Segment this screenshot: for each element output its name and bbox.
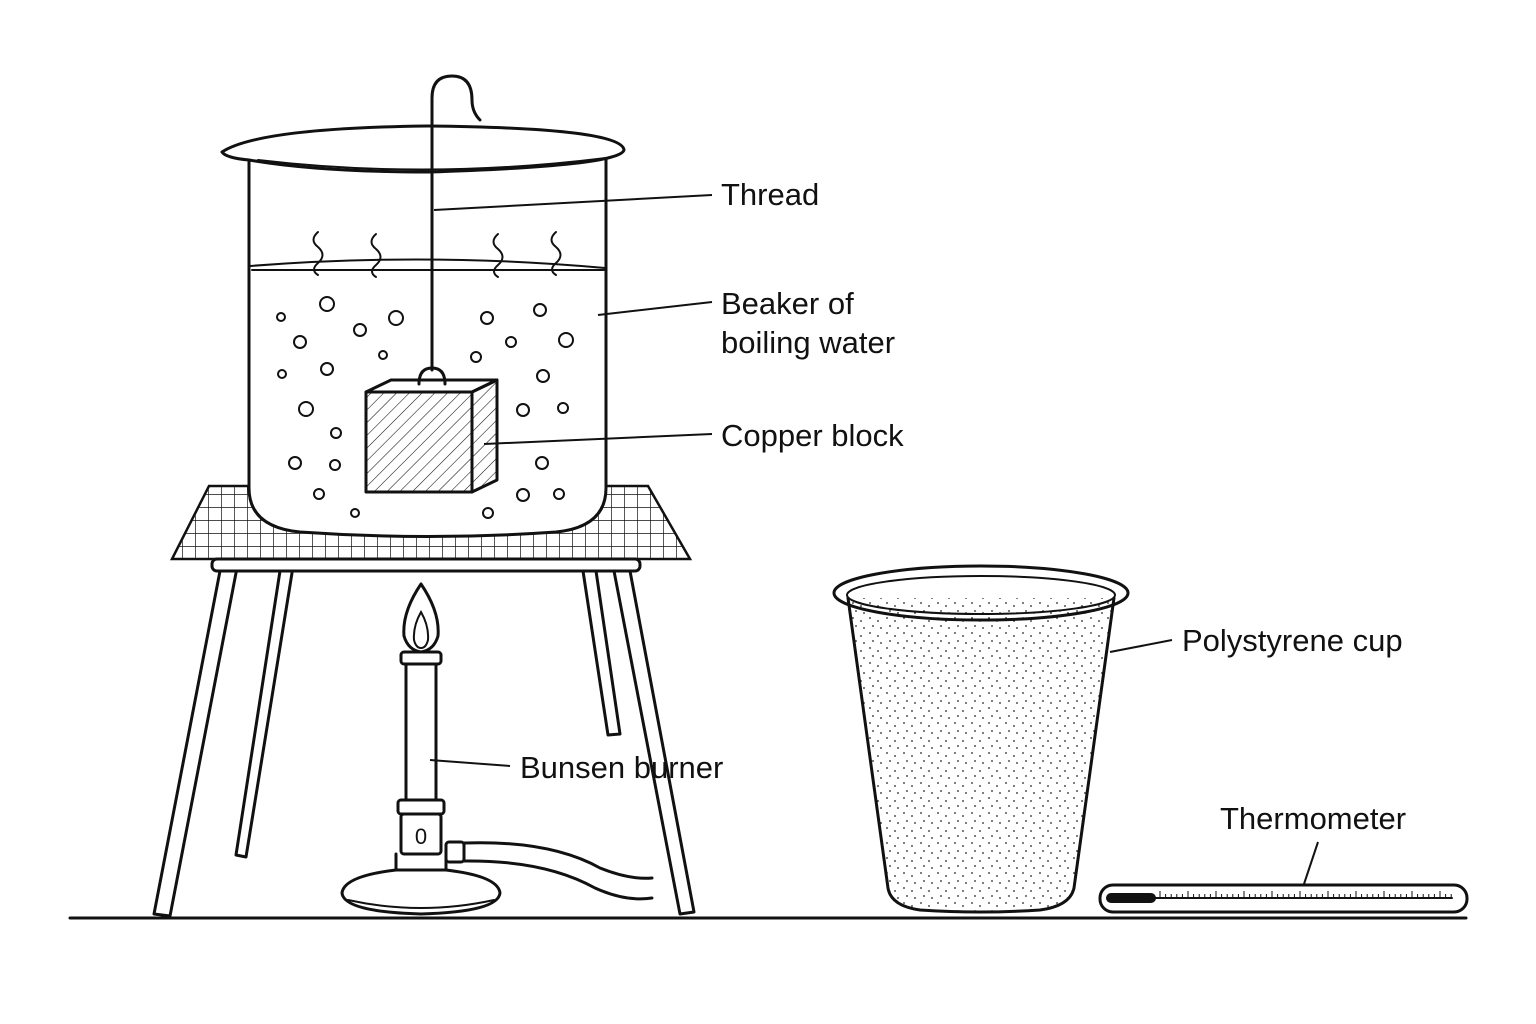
polystyrene-cup-label: Polystyrene cup: [1182, 623, 1403, 658]
collar-mark: 0: [415, 824, 427, 849]
water-surface: [249, 258, 606, 269]
polystyrene-cup: [832, 564, 1130, 914]
copper-block-label: Copper block: [721, 418, 904, 453]
gas-tubing: [462, 841, 654, 880]
water-bubbles: [276, 296, 574, 519]
beaker-label-line1: Beaker of: [721, 286, 854, 321]
steam-wisps: [312, 231, 562, 278]
thermometer-scale: [1159, 891, 1452, 898]
bunsen-burner-label: Bunsen burner: [520, 750, 723, 785]
flame: [402, 582, 440, 654]
beaker-label-line2: boiling water: [721, 325, 895, 360]
copper-block: [364, 366, 499, 494]
leader-lines: [429, 194, 1319, 885]
thermometer: [1098, 883, 1469, 914]
tripod-stand: [152, 557, 696, 918]
thread: [430, 74, 482, 372]
tripod-ring: [210, 557, 642, 573]
thermometer-label: Thermometer: [1220, 801, 1406, 836]
thread-label: Thread: [721, 177, 819, 212]
bunsen-burner: 0: [340, 582, 654, 916]
